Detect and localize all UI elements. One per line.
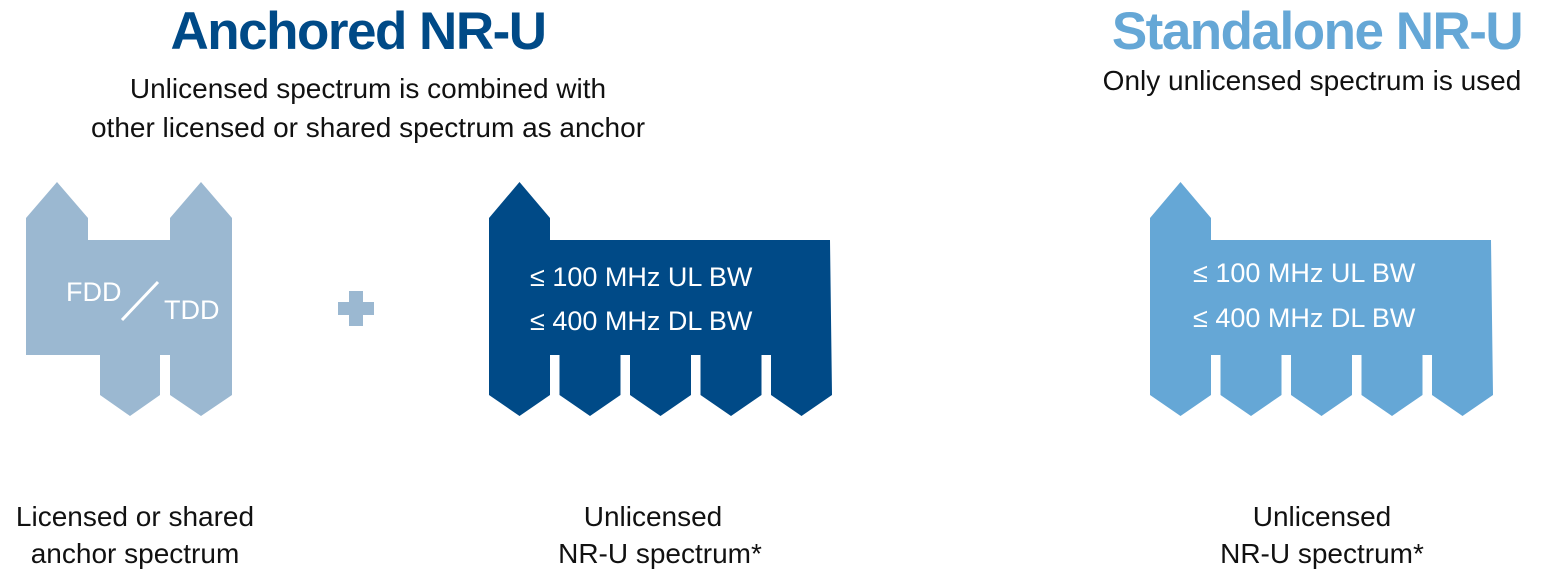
anchor-spectrum-block (26, 182, 232, 416)
standalone-unlicensed-label-line-1: Unlicensed (1252, 501, 1392, 532)
anchored-dl-bw: ≤ 400 MHz DL BW (530, 306, 753, 336)
anchored-unlicensed-block (489, 182, 832, 416)
standalone-dl-bw: ≤ 400 MHz DL BW (1193, 303, 1416, 333)
standalone-subtitle: Only unlicensed spectrum is used (1102, 65, 1522, 96)
anchor-label-line-1: Licensed or shared (15, 501, 255, 532)
anchored-subtitle-line-1: Unlicensed spectrum is combined with (129, 73, 607, 104)
anchored-subtitle-line-2: other licensed or shared spectrum as anc… (90, 112, 646, 143)
tdd-label: TDD (164, 295, 220, 325)
plus-icon (338, 291, 374, 326)
slash-divider (120, 280, 160, 322)
anchored-ul-bw: ≤ 100 MHz UL BW (530, 262, 753, 292)
anchored-unlicensed-label-line-2: NR-U spectrum* (558, 538, 762, 569)
standalone-ul-bw: ≤ 100 MHz UL BW (1193, 258, 1416, 288)
anchored-title: Anchored NR-U (170, 2, 547, 61)
fdd-label: FDD (66, 277, 122, 307)
anchor-label-line-2: anchor spectrum (30, 538, 240, 569)
anchored-unlicensed-label-line-1: Unlicensed (583, 501, 723, 532)
standalone-title: Standalone NR-U (1111, 2, 1524, 61)
standalone-unlicensed-block (1150, 182, 1493, 416)
standalone-unlicensed-label-line-2: NR-U spectrum* (1220, 538, 1424, 569)
